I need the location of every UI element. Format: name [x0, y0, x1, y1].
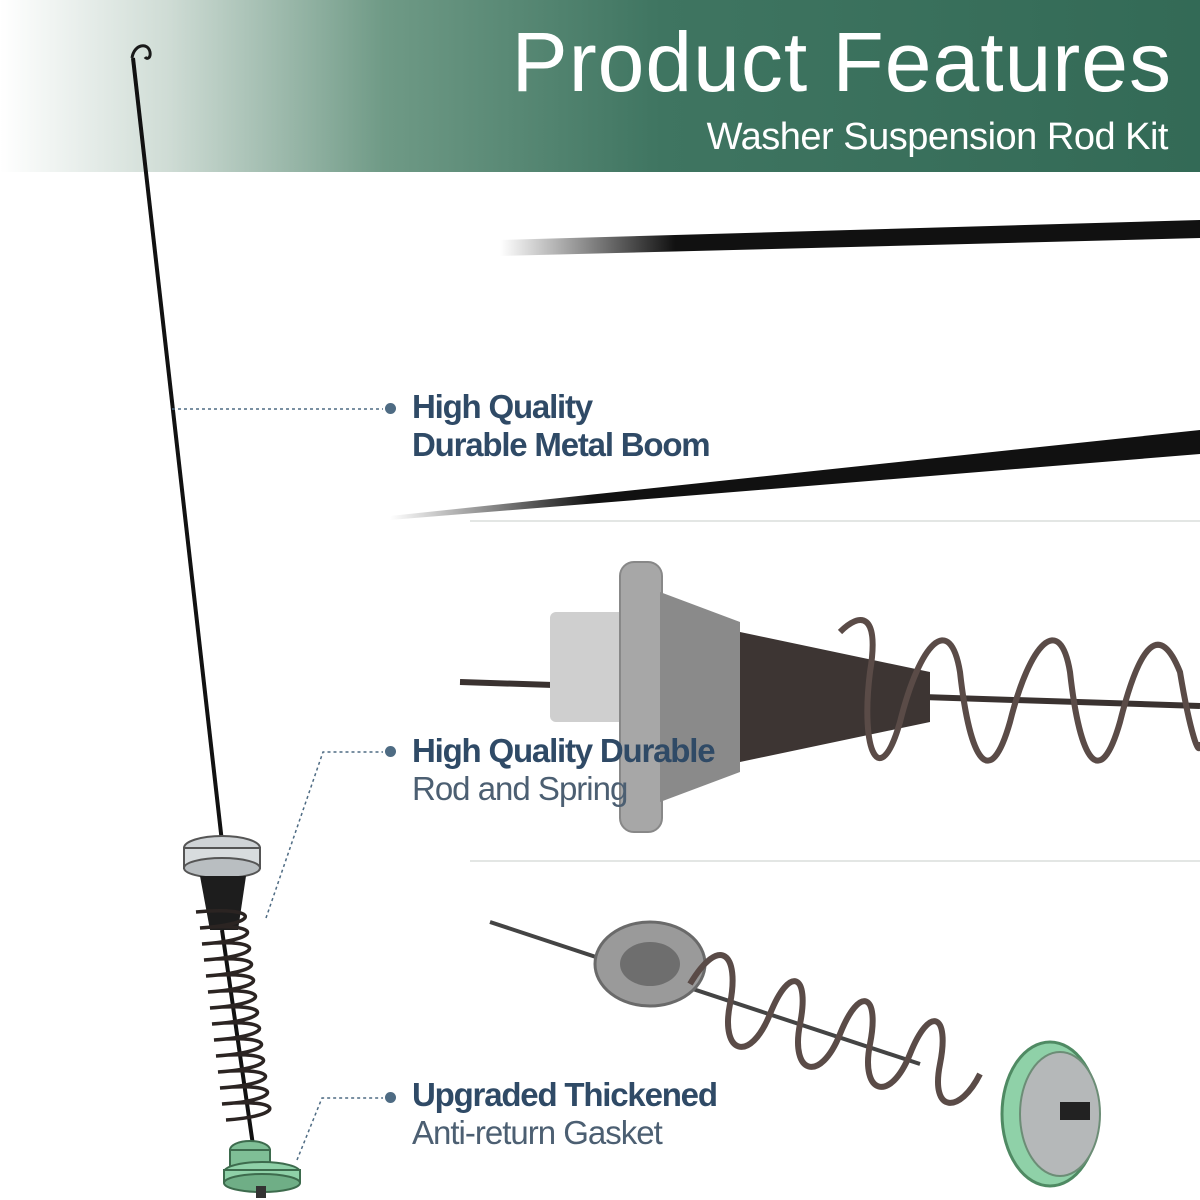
- feature-title: High Quality Durable: [412, 732, 716, 769]
- feature-subtitle: Rod and Spring: [412, 770, 628, 807]
- page-subtitle: Washer Suspension Rod Kit: [706, 116, 1169, 158]
- leader-lines: [172, 408, 383, 1161]
- feature-subtitle: Anti-return Gasket: [412, 1114, 663, 1151]
- callout-dot: [385, 746, 396, 757]
- callout-dot: [385, 1092, 396, 1103]
- closeup-gasket: [360, 864, 1200, 1200]
- page-title: Product Features: [511, 15, 1172, 109]
- callout-dot: [385, 403, 396, 414]
- closeup-metal-boom: [360, 180, 1200, 520]
- closeup-rod-spring: [360, 522, 1200, 860]
- feature-gasket: Upgraded Thickened Anti-return Gasket: [412, 1076, 718, 1152]
- feature-rod-spring: High Quality Durable Rod and Spring: [412, 732, 716, 808]
- feature-subtitle: Durable Metal Boom: [412, 426, 711, 463]
- feature-title: Upgraded Thickened: [412, 1076, 718, 1113]
- section-divider: [470, 520, 1200, 522]
- header-banner: Product Features Washer Suspension Rod K…: [0, 0, 1200, 172]
- product-image-suspension-rod: [130, 44, 301, 1198]
- feature-metal-boom: High Quality Durable Metal Boom: [412, 388, 711, 464]
- section-divider: [470, 860, 1200, 862]
- feature-title: High Quality: [412, 388, 593, 425]
